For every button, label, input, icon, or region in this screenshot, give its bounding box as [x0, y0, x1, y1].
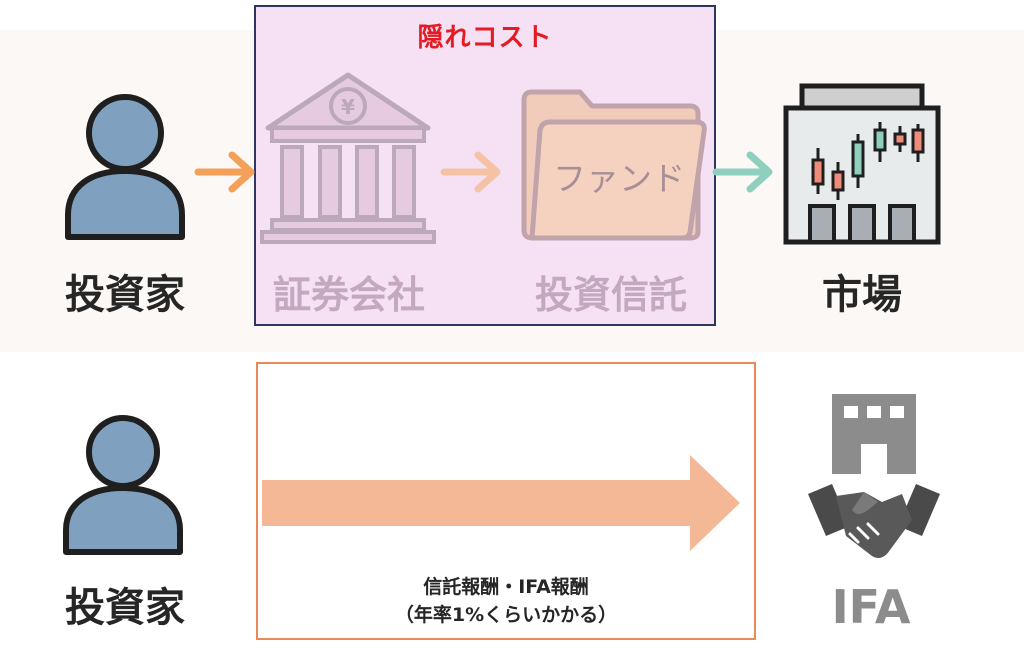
- person-icon: [63, 415, 183, 555]
- trust-label: 投資信託: [534, 273, 687, 317]
- arrow-right-icon: [712, 151, 773, 193]
- arrow-right-icon: [194, 151, 255, 193]
- fund-folder-text: ファンド: [553, 159, 685, 198]
- top-investor-label: 投資家: [65, 272, 185, 318]
- market-building-icon: [783, 83, 941, 245]
- arrow-right-icon: [440, 151, 501, 193]
- person-icon: [65, 94, 185, 240]
- handshake-icon: [808, 484, 940, 558]
- bottom-investor-label: 投資家: [65, 585, 185, 631]
- bank-icon: ¥: [260, 72, 436, 244]
- big-arrow-icon: [262, 455, 740, 551]
- market-label: 市場: [822, 272, 902, 318]
- fee-text-line2: （年率1%くらいかかる）: [394, 604, 618, 626]
- broker-label: 証券会社: [272, 273, 425, 317]
- ifa-building-icon: [832, 394, 916, 474]
- folder-icon: ファンド: [521, 89, 707, 241]
- yen-symbol: ¥: [341, 95, 355, 119]
- ifa-label: IFA: [831, 580, 911, 634]
- hidden-cost-title: 隠れコスト: [417, 23, 553, 53]
- fee-text-line1: 信託報酬・IFA報酬: [423, 576, 589, 598]
